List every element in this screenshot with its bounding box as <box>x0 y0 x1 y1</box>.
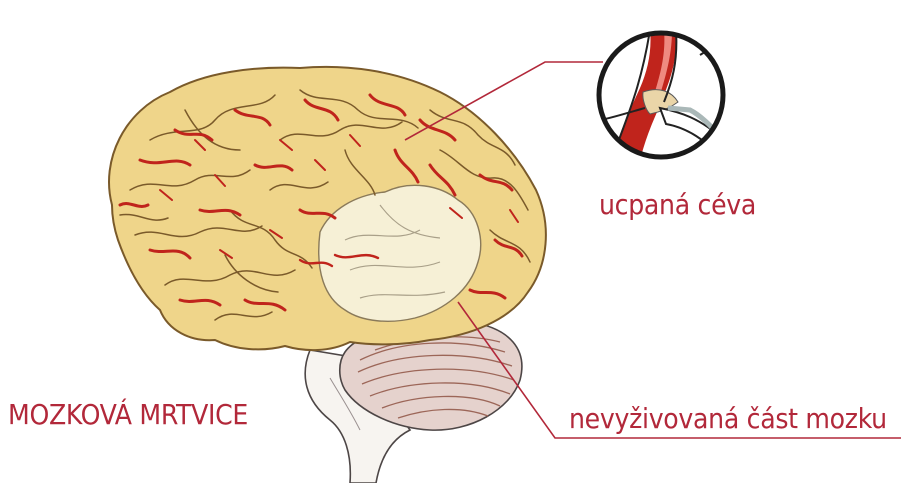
diagram-title: MOZKOVÁ MRTVICE <box>8 398 248 431</box>
unsupplied-area-label: nevyživovaná část mozku <box>569 402 887 435</box>
blocked-vessel-label: ucpaná céva <box>599 188 756 221</box>
zoom-circle <box>599 30 724 160</box>
cerebrum <box>109 67 546 350</box>
